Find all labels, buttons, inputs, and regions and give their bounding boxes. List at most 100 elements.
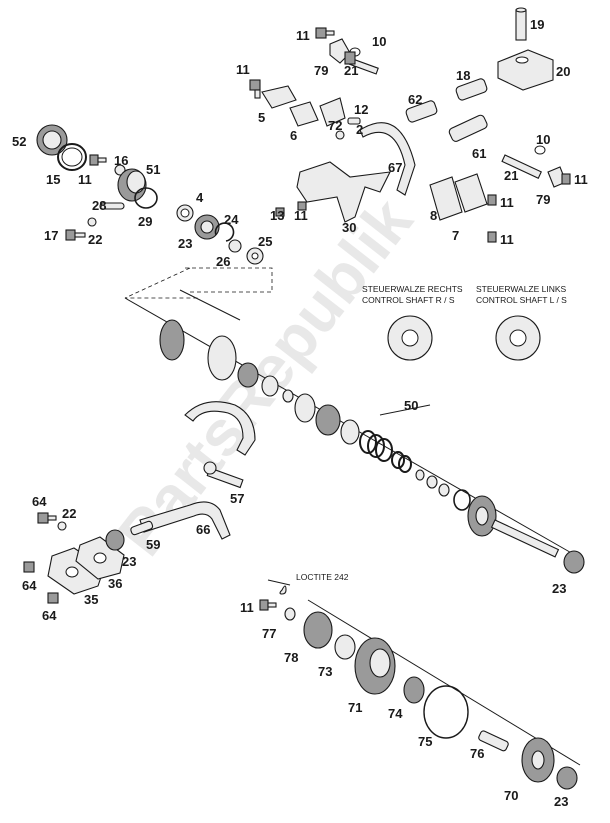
label-26: 26 [216, 254, 230, 269]
label-64-b: 64 [22, 578, 37, 593]
pin-12 [347, 117, 361, 125]
shaft-76 [478, 730, 509, 752]
o-ring-15 [57, 143, 87, 171]
control-shaft-left-gear [495, 315, 541, 361]
label-72: 72 [328, 118, 342, 133]
label-70: 70 [504, 788, 518, 803]
washer-center-a [261, 375, 294, 403]
washer-26 [228, 239, 242, 253]
oring-75 [423, 685, 469, 739]
label-35: 35 [84, 592, 98, 607]
label-11-e: 11 [500, 195, 514, 210]
oring-10-right [534, 145, 546, 155]
label-12: 12 [354, 102, 368, 117]
label-22-a: 22 [88, 232, 102, 247]
bolt-11-top-b [249, 79, 261, 99]
label-8: 8 [430, 208, 437, 223]
shaft-21-right [501, 154, 542, 179]
plate-6 [289, 101, 319, 127]
washer-4 [176, 204, 194, 222]
label-77: 77 [262, 626, 276, 641]
circlip-24 [214, 222, 235, 242]
label-20: 20 [556, 64, 570, 79]
washer-72 [335, 130, 345, 140]
label-64-a: 64 [32, 494, 47, 509]
label-50: 50 [404, 398, 418, 413]
gear-51 [117, 168, 147, 202]
label-23-d: 23 [554, 794, 568, 809]
label-11-a: 11 [296, 28, 310, 43]
gear-70 [521, 737, 555, 783]
label-62: 62 [408, 92, 422, 107]
o-ring-29 [134, 187, 158, 209]
washer-77 [284, 607, 296, 621]
label-24: 24 [224, 212, 239, 227]
bearing-73 [334, 634, 356, 660]
label-79-a: 79 [314, 63, 328, 78]
label-36: 36 [108, 576, 122, 591]
bolt-11-right-b [487, 194, 497, 243]
impeller-78 [303, 611, 333, 649]
label-11-f: 11 [294, 208, 308, 223]
label-74: 74 [388, 706, 403, 721]
label-76: 76 [470, 746, 484, 761]
cover-7 [454, 173, 488, 213]
bracket-2 [319, 97, 346, 127]
hub-disc [207, 335, 237, 381]
label-11-h: 11 [240, 600, 254, 615]
washer-22-top [87, 217, 97, 227]
label-13: 13 [270, 208, 284, 223]
label-19: 19 [530, 17, 544, 32]
small-rings-center [415, 469, 450, 497]
bearing-23-right [563, 550, 585, 574]
spring-18 [455, 78, 488, 101]
label-23-a: 23 [178, 236, 192, 251]
label-21-b: 21 [504, 168, 518, 183]
label-6: 6 [290, 128, 297, 143]
label-66: 66 [196, 522, 210, 537]
label-28: 28 [92, 198, 106, 213]
label-23-b: 23 [122, 554, 136, 569]
lever-assembly-66 [139, 401, 256, 540]
loctite-drop [279, 585, 287, 595]
label-2: 2 [356, 122, 363, 137]
bolt-11-top-a [315, 27, 335, 39]
bolt-64-a [37, 512, 57, 524]
pin-28 [99, 202, 125, 210]
lever-30 [296, 161, 391, 223]
bolt-11-left [89, 154, 107, 166]
springs-center [359, 430, 412, 473]
label-61: 61 [472, 146, 486, 161]
housing-71 [354, 637, 396, 695]
label-11-b: 11 [236, 62, 250, 77]
sleeve-62 [405, 100, 438, 123]
label-10-a: 10 [372, 34, 386, 49]
label-25: 25 [258, 234, 272, 249]
bolt-11-bottom [259, 599, 277, 611]
pin-19 [515, 7, 527, 41]
label-17: 17 [44, 228, 58, 243]
bearing-74 [403, 676, 425, 704]
bolt-13 [275, 201, 307, 217]
control-shaft-left-de: STEUERWALZE LINKS [476, 284, 567, 294]
seal-ring-52 [36, 124, 68, 156]
label-78: 78 [284, 650, 298, 665]
label-10-b: 10 [536, 132, 550, 147]
control-shaft-right-de: STEUERWALZE RECHTS [362, 284, 463, 294]
label-11-d: 11 [574, 172, 588, 187]
spacer-center [294, 393, 316, 423]
label-15: 15 [46, 172, 60, 187]
label-5: 5 [258, 110, 265, 125]
shaft-57 [203, 461, 244, 489]
bearing-center-b [315, 404, 341, 436]
loctite-note: LOCTITE 242 [296, 572, 349, 582]
label-11-g: 11 [500, 232, 514, 247]
chain-guide-67 [359, 122, 416, 196]
label-57: 57 [230, 491, 244, 506]
cover-8 [429, 176, 463, 221]
label-22-b: 22 [62, 506, 76, 521]
pin-59 [130, 520, 154, 536]
label-71: 71 [348, 700, 362, 715]
label-75: 75 [418, 734, 432, 749]
